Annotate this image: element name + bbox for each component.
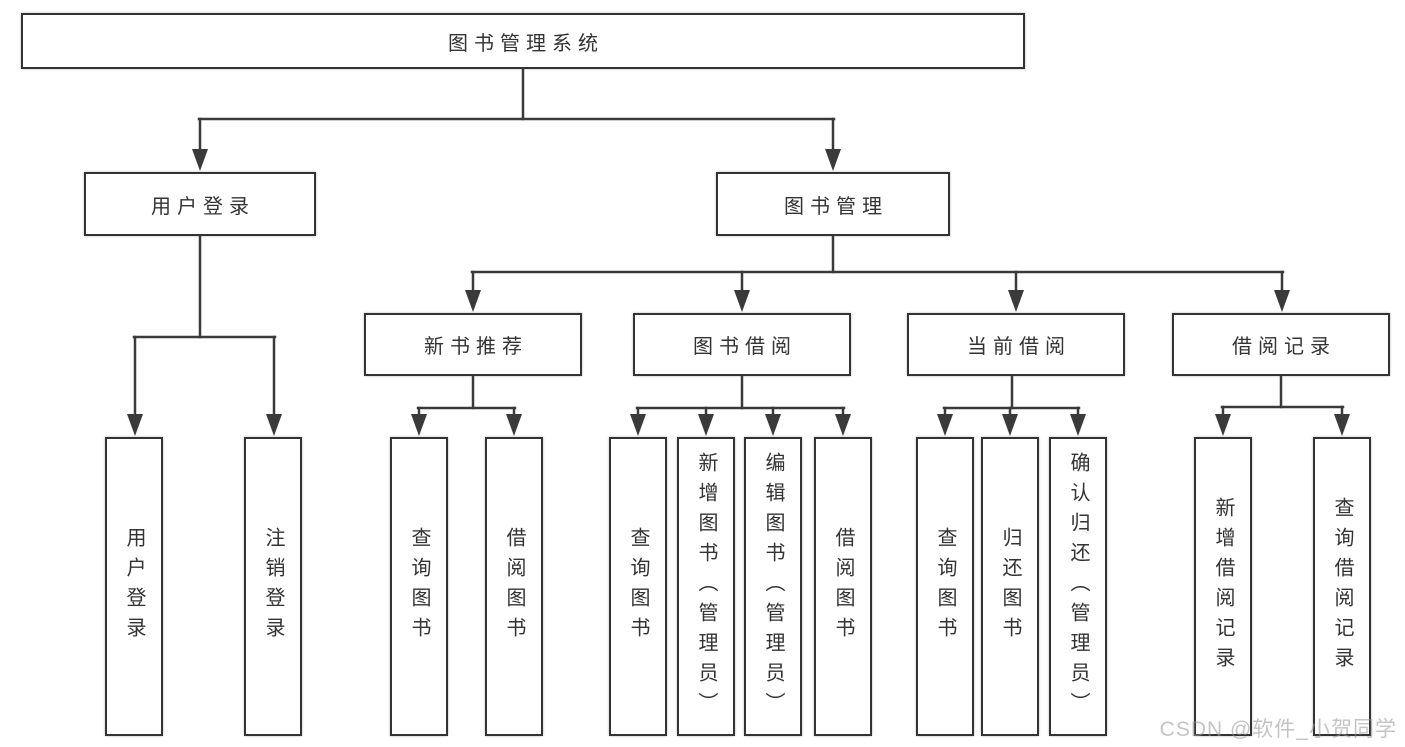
arrow-down-icon [825,149,841,171]
arrow-down-icon [630,414,646,436]
node-current-borrowing: 当前借阅 [907,313,1125,376]
leaf-return-books: 归还图书 [981,437,1039,736]
edges-book-management [465,234,1290,312]
node-label: 图书管理 [784,195,888,218]
arrow-down-icon [937,414,953,436]
leaf-edit-books-admin: 编辑图书（管理员） [744,437,802,736]
arrow-down-icon [1274,290,1290,312]
arrow-down-icon [1002,414,1018,436]
node-label: 归还图书 [999,526,1021,647]
arrow-down-icon [192,149,208,171]
arrow-down-icon [734,290,750,312]
arrow-down-icon [835,414,851,436]
leaf-user-login: 用户登录 [105,437,163,736]
leaf-add-borrow-record: 新增借阅记录 [1194,437,1252,736]
node-label: 图书管理系统 [448,32,604,55]
arrow-down-icon [1008,290,1024,312]
arrow-down-icon [765,414,781,436]
leaf-query-books-current: 查询图书 [916,437,974,736]
csdn-watermark: CSDN @软件_小贺同学 [1159,718,1397,741]
node-label: 用户登录 [151,195,255,218]
arrow-down-icon [465,290,481,312]
node-label: 查询图书 [627,526,649,647]
arrow-down-icon [698,414,714,436]
edges-new-book-recommendation [411,374,522,436]
node-borrowing-records: 借阅记录 [1172,313,1390,376]
node-label: 借阅记录 [1232,336,1336,358]
leaf-logout: 注销登录 [244,437,302,736]
arrow-down-icon [411,414,427,436]
edges-root-to-level2 [192,67,841,171]
leaf-add-books-admin: 新增图书（管理员） [677,437,735,736]
node-new-book-recommendation: 新书推荐 [364,313,582,376]
leaf-borrow-books-recommend: 借阅图书 [485,437,543,736]
arrow-down-icon [266,414,282,436]
arrow-down-icon [506,414,522,436]
leaf-query-borrow-record: 查询借阅记录 [1313,437,1371,736]
arrow-down-icon [1334,414,1350,436]
arrow-down-icon [127,414,143,436]
node-label: 新书推荐 [424,336,528,358]
arrow-down-icon [1215,414,1231,436]
node-label: 查询图书 [408,526,430,647]
node-root-system: 图书管理系统 [21,13,1025,69]
leaf-confirm-return-admin: 确认归还（管理员） [1049,437,1107,736]
edges-user-login [127,234,282,436]
edges-current-borrowing [937,374,1086,436]
node-label: 编辑图书（管理员） [762,451,784,722]
leaf-query-books-recommend: 查询图书 [390,437,448,736]
node-label: 查询借阅记录 [1331,496,1353,677]
arrow-down-icon [1070,414,1086,436]
edges-borrowing-records [1215,375,1350,436]
leaf-query-books-borrowing: 查询图书 [609,437,667,736]
node-label: 注销登录 [262,526,284,647]
node-label: 查询图书 [934,526,956,647]
node-label: 新增图书（管理员） [695,451,717,722]
node-label: 当前借阅 [967,336,1071,358]
node-label: 图书借阅 [693,336,797,358]
edges-book-borrowing [630,374,851,436]
node-book-management: 图书管理 [716,172,950,236]
node-label: 用户登录 [123,526,145,647]
leaf-borrow-books: 借阅图书 [814,437,872,736]
node-book-borrowing: 图书借阅 [633,313,851,376]
node-user-login: 用户登录 [84,172,316,236]
node-label: 借阅图书 [832,526,854,647]
node-label: 新增借阅记录 [1212,496,1234,677]
node-label: 借阅图书 [503,526,525,647]
node-label: 确认归还（管理员） [1067,451,1089,722]
